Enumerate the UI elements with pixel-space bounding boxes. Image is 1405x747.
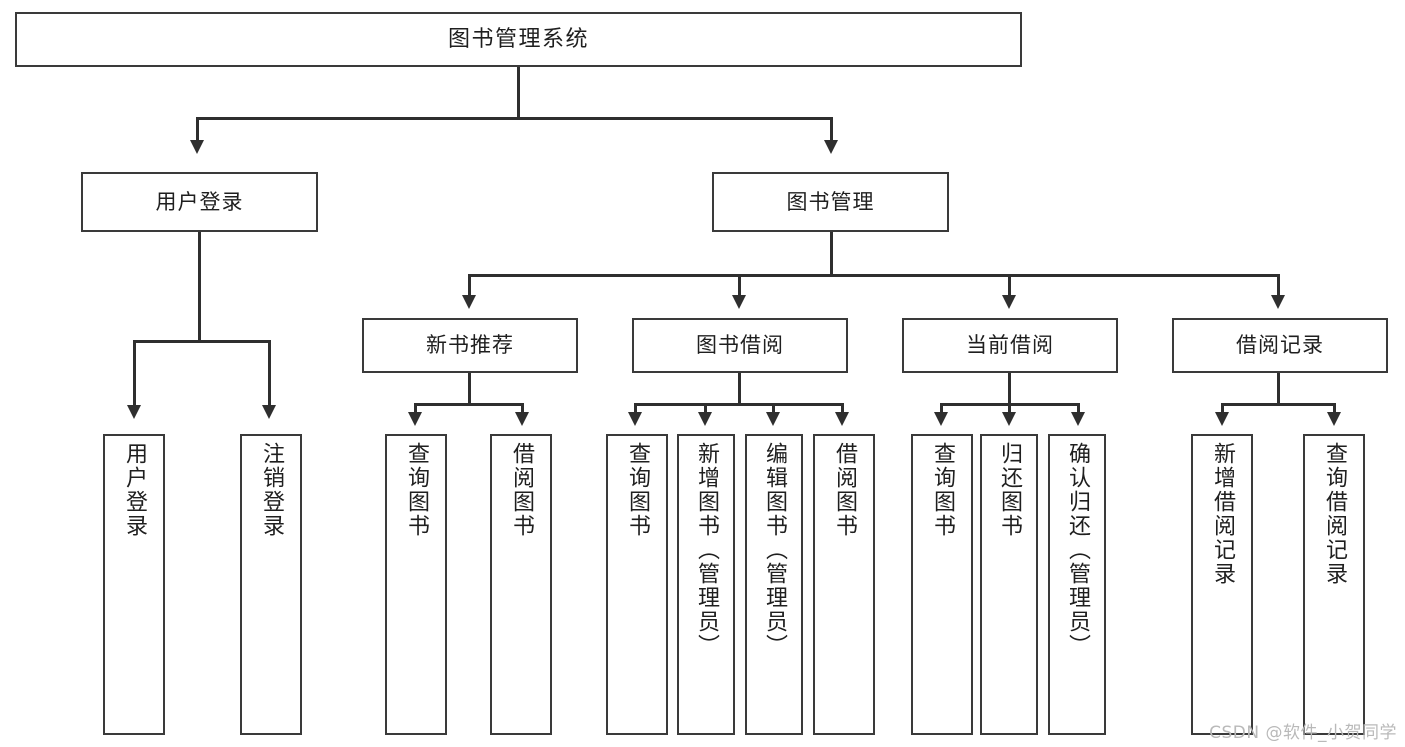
connector-borrowrecord-bus <box>1221 403 1336 406</box>
arrow-leaf-12 <box>1215 412 1229 426</box>
node-label: 确认归还（管理员） <box>1064 442 1090 658</box>
connector-drop-book-mgmt <box>830 117 833 143</box>
connector-bookmgmt-stem <box>830 232 833 276</box>
node-label: 当前借阅 <box>966 333 1054 358</box>
node-label: 编辑图书（管理员） <box>761 442 787 658</box>
node-root[interactable]: 图书管理系统 <box>15 12 1022 67</box>
connector-drop-leaf-5 <box>634 403 637 415</box>
node-label: 新书推荐 <box>426 333 514 358</box>
node-user-login[interactable]: 用户登录 <box>81 172 318 232</box>
connector-borrowrecord-stem <box>1277 373 1280 405</box>
arrow-leaf-13 <box>1327 412 1341 426</box>
connector-root-stem <box>517 67 520 119</box>
connector-root-bus <box>196 117 833 120</box>
arrow-user-login <box>190 140 204 154</box>
connector-drop-leaf-4 <box>521 403 524 415</box>
node-label: 新增借阅记录 <box>1209 442 1235 586</box>
connector-drop-leaf-1 <box>133 340 136 408</box>
connector-newbook-stem <box>468 373 471 405</box>
arrow-leaf-5 <box>628 412 642 426</box>
node-label: 查询图书 <box>403 442 429 538</box>
connector-drop-leaf-6 <box>704 403 707 415</box>
connector-drop-leaf-11 <box>1077 403 1080 415</box>
arrow-leaf-3 <box>408 412 422 426</box>
arrow-borrow <box>732 295 746 309</box>
connector-drop-user-login <box>196 117 199 143</box>
node-label: 图书借阅 <box>696 333 784 358</box>
node-label: 用户登录 <box>121 442 147 538</box>
node-label: 借阅图书 <box>508 442 534 538</box>
leaf-return-book[interactable]: 归还图书 <box>980 434 1038 735</box>
connector-drop-leaf-8 <box>841 403 844 415</box>
connector-newbook-bus <box>414 403 524 406</box>
arrow-borrow-record <box>1271 295 1285 309</box>
node-label: 注销登录 <box>258 442 284 538</box>
leaf-logout[interactable]: 注销登录 <box>240 434 302 735</box>
csdn-watermark: CSDN @软件_小贺同学 <box>1209 723 1397 743</box>
connector-drop-leaf-3 <box>414 403 417 415</box>
arrow-leaf-10 <box>1002 412 1016 426</box>
connector-userlogin-stem <box>198 232 201 342</box>
arrow-new-book <box>462 295 476 309</box>
node-label: 图书管理系统 <box>447 26 589 52</box>
leaf-query-borrow-record[interactable]: 查询借阅记录 <box>1303 434 1365 735</box>
connector-drop-borrow <box>738 274 741 298</box>
node-label: 用户登录 <box>155 189 244 214</box>
connector-drop-leaf-12 <box>1221 403 1224 415</box>
node-label: 查询图书 <box>929 442 955 538</box>
arrow-leaf-1 <box>127 405 141 419</box>
arrow-leaf-11 <box>1071 412 1085 426</box>
node-label: 借阅记录 <box>1236 333 1324 358</box>
connector-bookmgmt-bus <box>468 274 1280 277</box>
arrow-leaf-6 <box>698 412 712 426</box>
leaf-confirm-return-admin[interactable]: 确认归还（管理员） <box>1048 434 1106 735</box>
leaf-borrow-book-borrow[interactable]: 借阅图书 <box>813 434 875 735</box>
node-label: 归还图书 <box>996 442 1022 538</box>
arrow-leaf-9 <box>934 412 948 426</box>
node-new-book-recommend[interactable]: 新书推荐 <box>362 318 578 373</box>
leaf-query-book-newbook[interactable]: 查询图书 <box>385 434 447 735</box>
arrow-book-mgmt <box>824 140 838 154</box>
leaf-edit-book-admin[interactable]: 编辑图书（管理员） <box>745 434 803 735</box>
connector-drop-leaf-7 <box>772 403 775 415</box>
connector-drop-leaf-2 <box>268 340 271 408</box>
connector-drop-leaf-10 <box>1008 403 1011 415</box>
connector-drop-leaf-9 <box>940 403 943 415</box>
connector-bookborrow-stem <box>738 373 741 405</box>
arrow-leaf-7 <box>766 412 780 426</box>
node-book-borrow[interactable]: 图书借阅 <box>632 318 848 373</box>
arrow-leaf-8 <box>835 412 849 426</box>
node-book-management[interactable]: 图书管理 <box>712 172 949 232</box>
node-label: 图书管理 <box>786 189 875 214</box>
connector-userlogin-bus <box>133 340 271 343</box>
leaf-query-book-current[interactable]: 查询图书 <box>911 434 973 735</box>
connector-bookborrow-bus <box>634 403 844 406</box>
connector-drop-borrow-record <box>1277 274 1280 298</box>
connector-drop-leaf-13 <box>1333 403 1336 415</box>
leaf-borrow-book-newbook[interactable]: 借阅图书 <box>490 434 552 735</box>
node-current-borrow[interactable]: 当前借阅 <box>902 318 1118 373</box>
node-label: 借阅图书 <box>831 442 857 538</box>
arrow-current-borrow <box>1002 295 1016 309</box>
connector-drop-new-book <box>468 274 471 298</box>
leaf-query-book-borrow[interactable]: 查询图书 <box>606 434 668 735</box>
connector-currentborrow-stem <box>1008 373 1011 405</box>
leaf-add-borrow-record[interactable]: 新增借阅记录 <box>1191 434 1253 735</box>
leaf-add-book-admin[interactable]: 新增图书（管理员） <box>677 434 735 735</box>
leaf-user-login[interactable]: 用户登录 <box>103 434 165 735</box>
arrow-leaf-4 <box>515 412 529 426</box>
node-label: 新增图书（管理员） <box>693 442 719 658</box>
connector-drop-current-borrow <box>1008 274 1011 298</box>
node-borrow-record[interactable]: 借阅记录 <box>1172 318 1388 373</box>
arrow-leaf-2 <box>262 405 276 419</box>
node-label: 查询借阅记录 <box>1321 442 1347 586</box>
node-label: 查询图书 <box>624 442 650 538</box>
